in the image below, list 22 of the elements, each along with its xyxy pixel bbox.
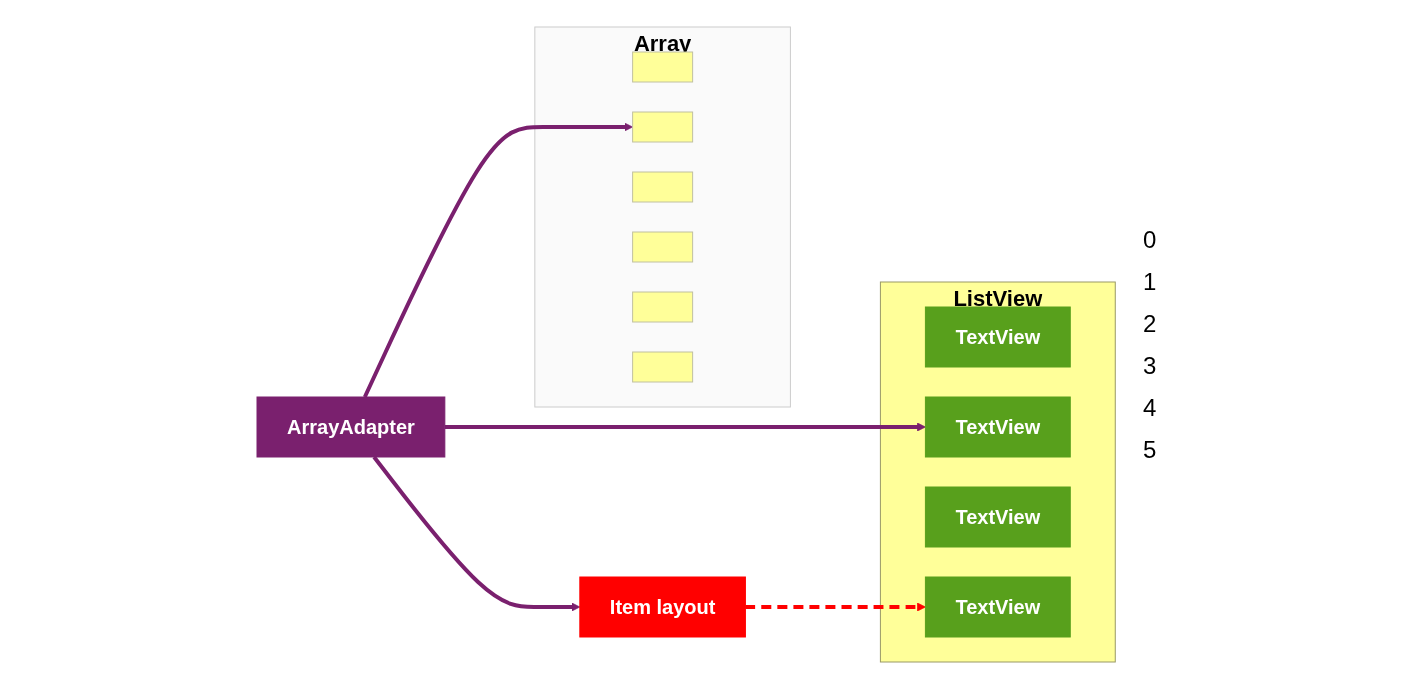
node-box: TextView	[924, 306, 1071, 368]
node-box: TextView	[924, 486, 1071, 548]
index-number: 0	[1142, 225, 1157, 254]
arrow	[444, 422, 926, 432]
node-box: ArrayAdapter	[256, 396, 445, 458]
index-number: 4	[1142, 393, 1157, 422]
arrow	[362, 122, 633, 398]
node-box: Item layout	[579, 576, 746, 638]
cluster: Array	[534, 26, 791, 408]
node-box	[631, 351, 693, 383]
node-box	[631, 231, 693, 263]
node-box: TextView	[924, 576, 1071, 638]
index-number: 5	[1142, 435, 1157, 464]
node-box	[631, 51, 693, 83]
index-number: 1	[1142, 267, 1157, 296]
node-box	[631, 171, 693, 203]
node-box	[631, 111, 693, 143]
node-box: TextView	[924, 396, 1071, 458]
node-box	[631, 291, 693, 323]
index-number: 2	[1142, 309, 1157, 338]
arrow	[745, 602, 926, 612]
index-number: 3	[1142, 351, 1157, 380]
